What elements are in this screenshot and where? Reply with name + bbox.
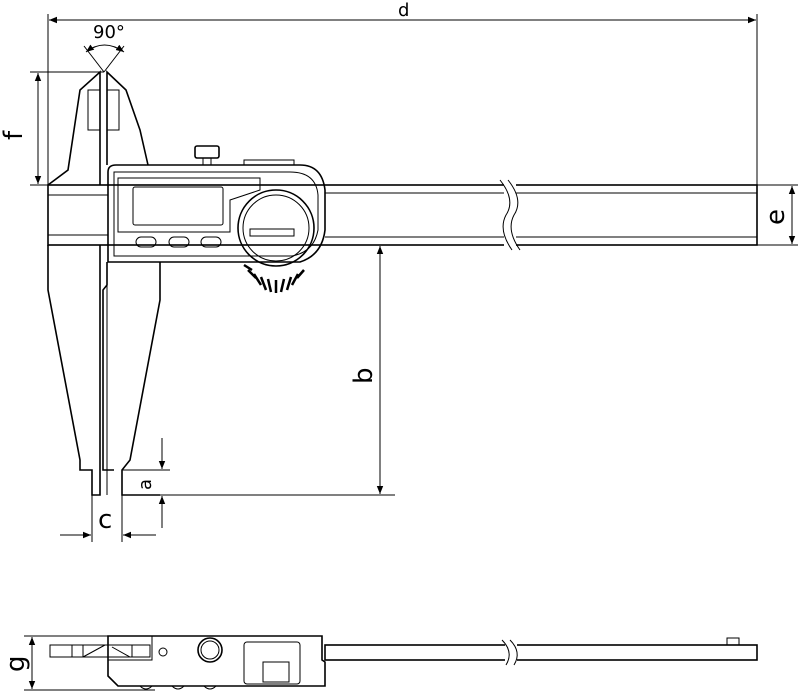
button bbox=[135, 236, 157, 248]
lcd-display bbox=[132, 186, 224, 226]
label-f: f bbox=[0, 130, 29, 140]
label-c: c bbox=[98, 505, 112, 535]
dimension-e: e bbox=[757, 184, 798, 246]
knurl bbox=[243, 263, 305, 293]
label-angle: 90° bbox=[93, 22, 125, 43]
dimension-g: g bbox=[1, 635, 155, 691]
dimension-angle: 90° bbox=[83, 22, 125, 73]
caliper-side-view bbox=[49, 635, 758, 690]
label-d: d bbox=[398, 0, 409, 21]
dimension-c: c bbox=[60, 495, 156, 542]
thumb-wheel bbox=[237, 189, 315, 267]
dimension-d: d bbox=[47, 0, 758, 245]
label-b: b bbox=[349, 367, 379, 384]
caliper-front-view bbox=[47, 70, 758, 496]
button bbox=[168, 236, 190, 248]
label-g: g bbox=[1, 655, 31, 672]
dimension-b: b bbox=[160, 246, 395, 496]
lock-screw bbox=[194, 145, 220, 159]
label-a: a bbox=[135, 479, 156, 490]
button bbox=[200, 236, 222, 248]
dimension-a: a bbox=[122, 438, 170, 528]
label-e: e bbox=[761, 209, 791, 225]
dimension-f: f bbox=[0, 71, 104, 186]
